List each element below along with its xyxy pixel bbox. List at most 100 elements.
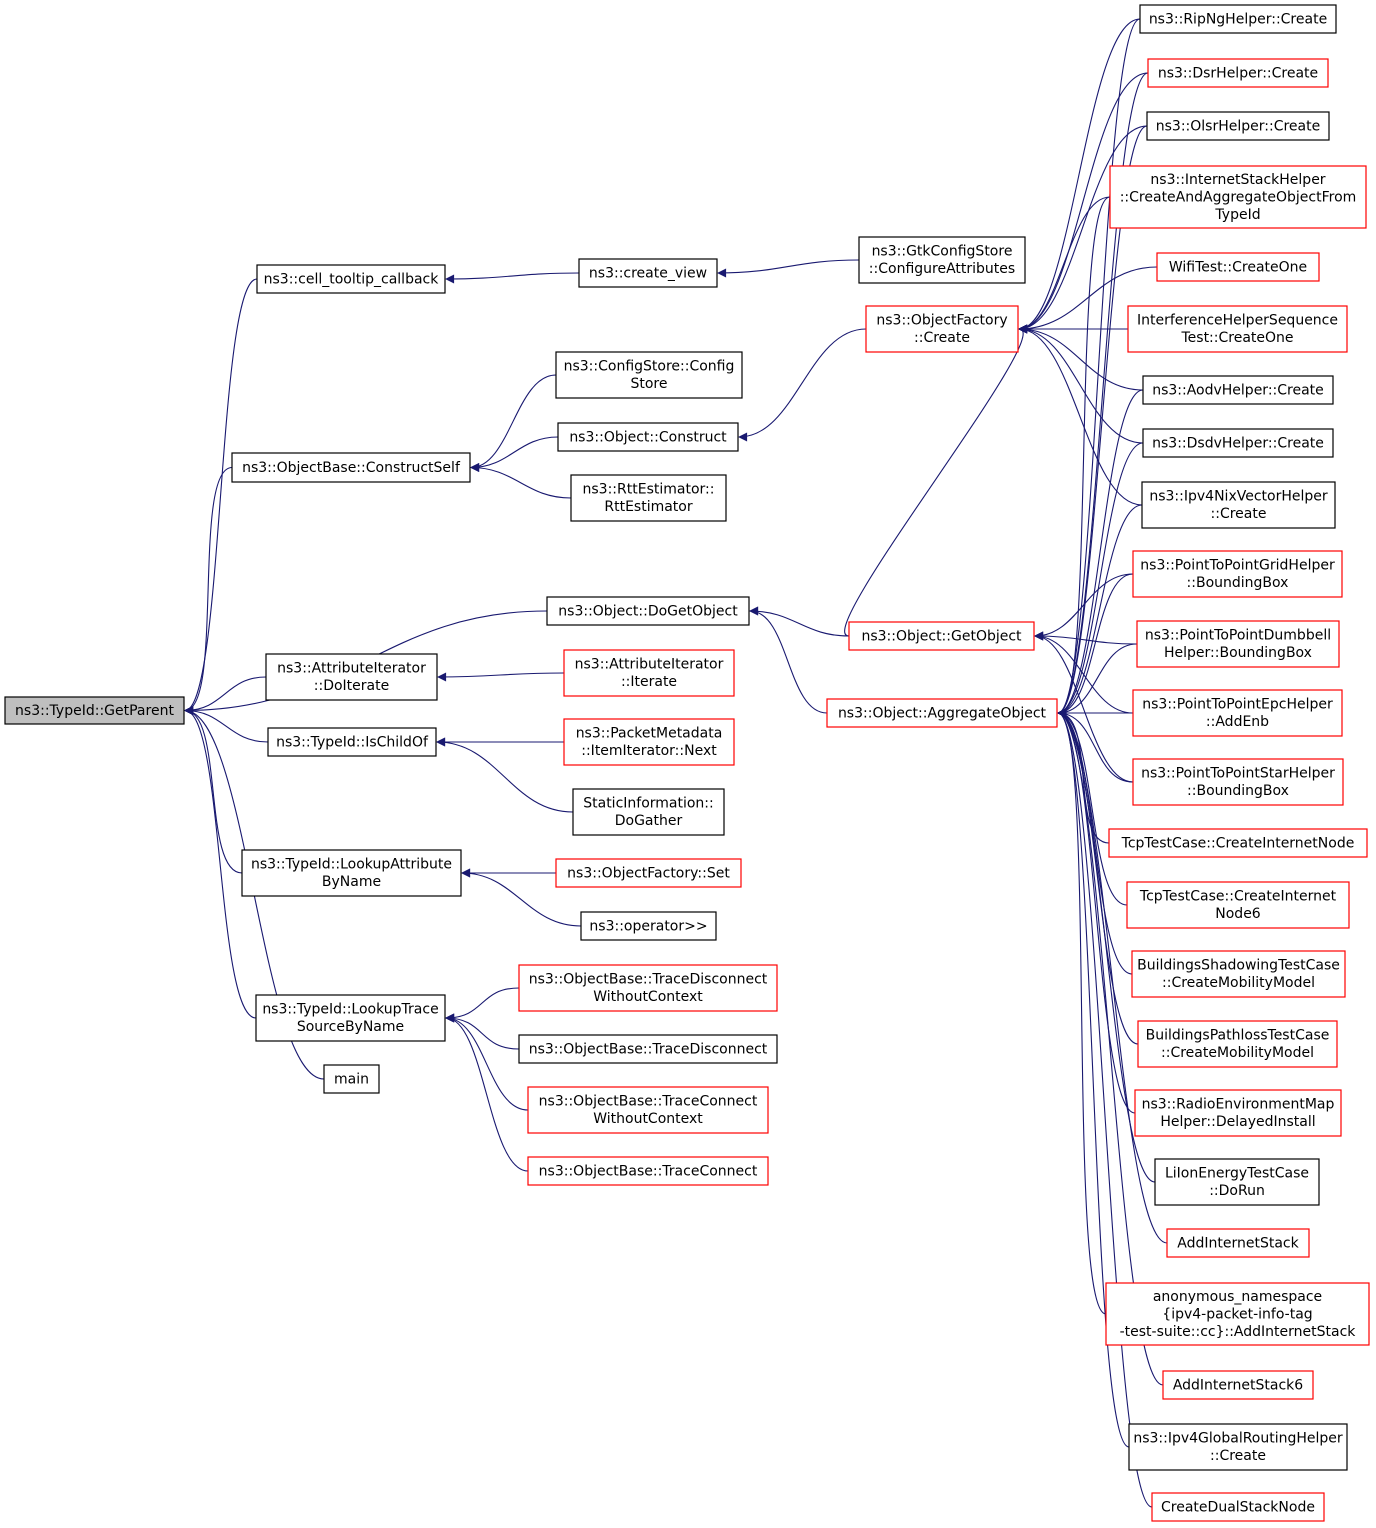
- node-ns3-objectfactory-set[interactable]: ns3::ObjectFactory::Set: [555, 858, 742, 888]
- node-ns3-objectbase-constructself[interactable]: ns3::ObjectBase::ConstructSelf: [231, 452, 471, 483]
- node-label: ns3::TypeId::LookupTrace: [262, 1002, 438, 1018]
- node-box: [1146, 111, 1330, 141]
- node-buildingspathlosstestcase-createmobilitymodel[interactable]: BuildingsPathlossTestCase::CreateMobilit…: [1137, 1020, 1338, 1068]
- node-ns3-typeid-getparent[interactable]: ns3::TypeId::GetParent: [4, 696, 185, 725]
- node-createdualstacknode[interactable]: CreateDualStackNode: [1151, 1492, 1325, 1522]
- node-box: [1137, 1020, 1338, 1068]
- node-ns3-packetmetadata-itemiterator-next[interactable]: ns3::PacketMetadata::ItemIterator::Next: [563, 718, 735, 766]
- node-ns3-dsrhelper-create[interactable]: ns3::DsrHelper::Create: [1147, 58, 1329, 88]
- node-box: [1109, 165, 1367, 229]
- node-ns3-pointtopointstarhelper-boundingbox[interactable]: ns3::PointToPointStarHelper::BoundingBox: [1132, 758, 1344, 806]
- node-ns3-ripnghelper-create[interactable]: ns3::RipNgHelper::Create: [1139, 4, 1337, 34]
- node-label: Node6: [1215, 906, 1261, 922]
- node-label: ns3::AttributeIterator: [277, 661, 426, 677]
- node-ns3-rttestimator-rttestimator[interactable]: ns3::RttEstimator::RttEstimator: [570, 474, 727, 522]
- node-box: [231, 452, 471, 483]
- call-edge: [1034, 631, 1138, 645]
- node-box: [241, 849, 462, 897]
- node-ns3-objectfactory-create[interactable]: ns3::ObjectFactory::Create: [865, 305, 1019, 353]
- call-edge: [1018, 266, 1158, 334]
- node-label: ::Iterate: [621, 674, 677, 690]
- call-edge: [184, 706, 257, 1019]
- node-ns3-typeid-ischildof[interactable]: ns3::TypeId::IsChildOf: [267, 727, 437, 757]
- node-layer: ns3::TypeId::GetParent ns3::cell_tooltip_…: [4, 4, 1370, 1522]
- node-ns3-create-view[interactable]: ns3::create_view: [578, 258, 718, 288]
- node-ns3-object-getobject[interactable]: ns3::Object::GetObject: [848, 621, 1035, 651]
- node-box: [527, 1086, 769, 1134]
- node-addinternetstack6[interactable]: AddInternetStack6: [1162, 1370, 1314, 1400]
- node-ns3-olsrhelper-create[interactable]: ns3::OlsrHelper::Create: [1146, 111, 1330, 141]
- node-box: [563, 718, 735, 766]
- node-label: ns3::ObjectBase::TraceDisconnect: [529, 1041, 768, 1057]
- node-box: [826, 698, 1058, 728]
- node-ns3-attributeiterator-doiterate[interactable]: ns3::AttributeIterator::DoIterate: [265, 653, 438, 701]
- call-edge: [1057, 708, 1133, 975]
- node-box: [1142, 375, 1334, 405]
- node-label: ns3::DsrHelper::Create: [1158, 65, 1318, 81]
- call-edge: [436, 737, 574, 813]
- node-label: ::BoundingBox: [1187, 575, 1289, 591]
- node-box: [255, 994, 446, 1042]
- node-label: ns3::create_view: [589, 265, 707, 281]
- call-edge: [470, 436, 559, 472]
- node-box: [1136, 620, 1340, 668]
- node-label: ns3::Object::GetObject: [861, 628, 1022, 644]
- node-label: ::CreateMobilityModel: [1162, 975, 1315, 991]
- node-box: [518, 1034, 778, 1064]
- node-ns3-configstore-config-store[interactable]: ns3::ConfigStore::ConfigStore: [555, 351, 743, 399]
- node-label: ns3::Ipv4GlobalRoutingHelper: [1133, 1431, 1343, 1447]
- node-main[interactable]: main: [323, 1064, 380, 1094]
- node-ns3-pointtopointdumbbell-helper-boundingbox[interactable]: ns3::PointToPointDumbbellHelper::Boundin…: [1136, 620, 1340, 668]
- node-ns3-objectbase-tracedisconnect-withoutcontext[interactable]: ns3::ObjectBase::TraceDisconnectWithoutC…: [518, 964, 778, 1012]
- call-edge: [1018, 324, 1144, 444]
- node-ns3-aodvhelper-create[interactable]: ns3::AodvHelper::Create: [1142, 375, 1334, 405]
- call-edge: [1018, 125, 1148, 334]
- node-ns3-objectbase-traceconnect[interactable]: ns3::ObjectBase::TraceConnect: [527, 1156, 769, 1186]
- node-liionenergytestcase-dorun[interactable]: LiIonEnergyTestCase::DoRun: [1154, 1158, 1320, 1206]
- node-buildingsshadowingtestcase-createmobilitymodel[interactable]: BuildingsShadowingTestCase::CreateMobili…: [1131, 950, 1346, 998]
- node-wifitest-createone[interactable]: WifiTest::CreateOne: [1156, 252, 1320, 282]
- call-edge: [461, 868, 582, 927]
- node-label: ns3::operator>>: [589, 918, 707, 934]
- node-interferencehelpersequence-test-createone[interactable]: InterferenceHelperSequenceTest::CreateOn…: [1127, 305, 1348, 353]
- node-ns3-dsdvhelper-create[interactable]: ns3::DsdvHelper::Create: [1142, 428, 1334, 458]
- node-staticinformation-dogather[interactable]: StaticInformation::DoGather: [572, 788, 725, 836]
- node-box: [1126, 881, 1350, 929]
- node-label: ::ConfigureAttributes: [869, 261, 1015, 277]
- call-edge: [445, 272, 580, 284]
- node-addinternetstack[interactable]: AddInternetStack: [1166, 1228, 1310, 1258]
- node-box: [1128, 1423, 1348, 1471]
- call-edge: [1057, 708, 1156, 1183]
- node-ns3-ipv4globalroutinghelper-create[interactable]: ns3::Ipv4GlobalRoutingHelper::Create: [1128, 1423, 1348, 1471]
- call-edge: [1018, 324, 1143, 506]
- call-edge: [1057, 708, 1128, 906]
- call-edge: [1057, 708, 1134, 783]
- node-label: ns3::PacketMetadata: [576, 726, 723, 742]
- node-ns3-pointtopointgridhelper-boundingbox[interactable]: ns3::PointToPointGridHelper::BoundingBox: [1132, 550, 1343, 598]
- node-ns3-object-construct[interactable]: ns3::Object::Construct: [557, 422, 739, 452]
- node-ns3-object-dogetobject[interactable]: ns3::Object::DoGetObject: [546, 596, 750, 626]
- node-ns3-internetstackhelper-createandaggregateobjectfrom-typeid[interactable]: ns3::InternetStackHelper::CreateAndAggre…: [1109, 165, 1367, 229]
- node-anonymous-namespace-ipv4-packet-info-tag-test-suite-cc-addinternetstack[interactable]: anonymous_namespace{ipv4-packet-info-tag…: [1105, 1282, 1370, 1346]
- node-label: ns3::ObjectBase::TraceDisconnect: [529, 972, 768, 988]
- node-label: SourceByName: [297, 1019, 404, 1035]
- node-ns3-pointtopointepchelper-addenb[interactable]: ns3::PointToPointEpcHelper::AddEnb: [1132, 689, 1343, 737]
- node-ns3-object-aggregateobject[interactable]: ns3::Object::AggregateObject: [826, 698, 1058, 728]
- node-ns3-cell-tooltip-callback[interactable]: ns3::cell_tooltip_callback: [256, 264, 446, 294]
- node-ns3-operator[interactable]: ns3::operator>>: [580, 911, 717, 941]
- node-ns3-objectbase-tracedisconnect[interactable]: ns3::ObjectBase::TraceDisconnect: [518, 1034, 778, 1064]
- call-edge: [184, 706, 243, 874]
- node-label: ns3::Object::Construct: [569, 429, 727, 445]
- node-ns3-radioenvironmentmap-helper-delayedinstall[interactable]: ns3::RadioEnvironmentMapHelper::DelayedI…: [1134, 1089, 1342, 1137]
- node-tcptestcase-createinternetnode[interactable]: TcpTestCase::CreateInternetNode: [1108, 828, 1368, 858]
- node-ns3-gtkconfigstore-configureattributes[interactable]: ns3::GtkConfigStore::ConfigureAttributes: [858, 236, 1026, 284]
- call-edge: [1057, 196, 1111, 718]
- node-label: WifiTest::CreateOne: [1169, 259, 1307, 275]
- node-ns3-attributeiterator-iterate[interactable]: ns3::AttributeIterator::Iterate: [563, 649, 735, 697]
- node-box: [578, 258, 718, 288]
- node-ns3-ipv4nixvectorhelper-create[interactable]: ns3::Ipv4NixVectorHelper::Create: [1141, 481, 1336, 529]
- node-ns3-objectbase-traceconnect-withoutcontext[interactable]: ns3::ObjectBase::TraceConnectWithoutCont…: [527, 1086, 769, 1134]
